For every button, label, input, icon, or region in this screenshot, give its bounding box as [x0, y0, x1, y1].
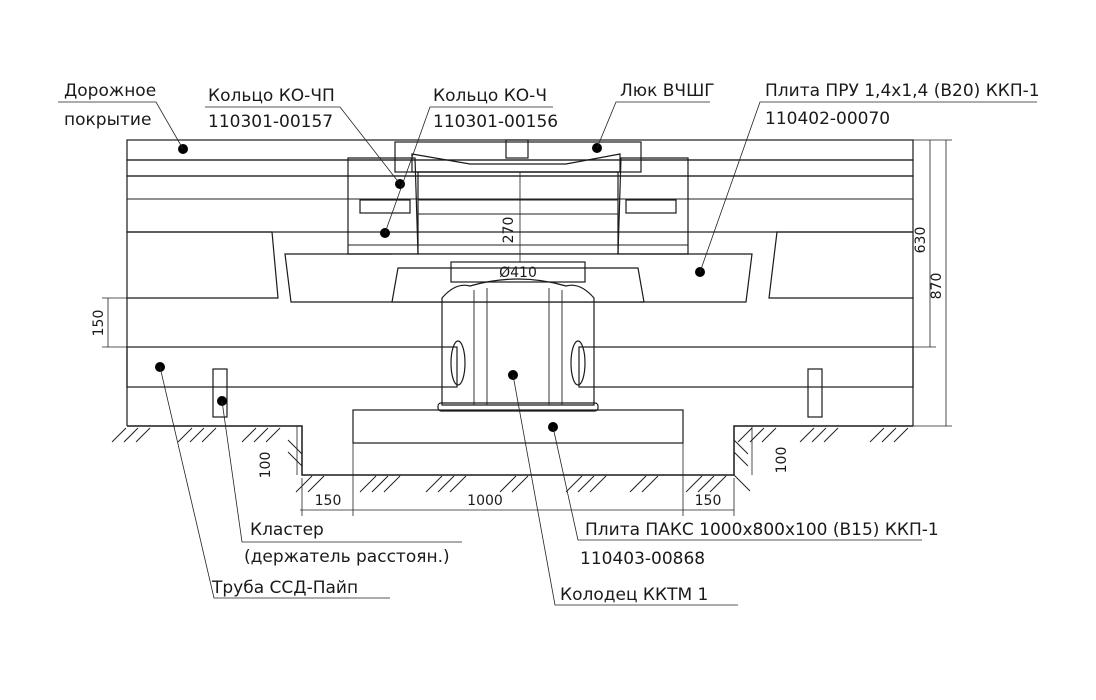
- leader-lines: [58, 101, 1037, 606]
- dim-base-right: 150: [695, 493, 722, 509]
- label-well: Колодец ККТМ 1: [560, 585, 708, 605]
- dim-base-depth-left: 100: [258, 452, 274, 479]
- label-pipe: Труба ССД-Пайп: [211, 578, 358, 598]
- ring-ko-ch: [617, 157, 689, 255]
- label-road-surface-2: покрытие: [64, 110, 151, 130]
- ground-line: [111, 425, 913, 493]
- label-ring-kochp-1: Кольцо КО-ЧП: [208, 86, 335, 106]
- slab-paks: [352, 409, 684, 444]
- pipe-ssd-right: [578, 346, 914, 388]
- label-road-surface-1: Дорожное: [64, 81, 156, 101]
- label-cluster-2: (держатель расстоян.): [244, 547, 450, 567]
- well-body: [437, 261, 599, 412]
- dim-pipe-cover: 150: [91, 310, 107, 337]
- manhole-cover: [394, 139, 642, 173]
- label-slab-paks-1: Плита ПАКС 1000x800x100 (B15) ККП-1: [585, 520, 939, 540]
- dim-base-left: 150: [315, 493, 342, 509]
- label-cluster-1: Кластер: [250, 520, 324, 540]
- dim-total-height: 870: [929, 273, 945, 300]
- label-slab-paks-2: 110403-00868: [580, 549, 705, 569]
- dimension-lines: [102, 139, 952, 516]
- label-slab-pru-1: Плита ПРУ 1,4x1,4 (B20) ККП-1: [765, 81, 1040, 101]
- label-slab-pru-2: 110402-00070: [765, 109, 890, 129]
- label-ring-koch-2: 110301-00156: [433, 112, 558, 132]
- label-hatch-vchshg: Люк ВЧШГ: [620, 81, 715, 101]
- pipe-ssd-left: [126, 346, 458, 388]
- cluster-right: [807, 368, 823, 418]
- dim-base-depth-right: 100: [774, 447, 790, 474]
- label-ring-kochp-2: 110301-00157: [208, 112, 333, 132]
- dim-neck-diameter: Ø410: [499, 265, 537, 281]
- dim-base-width: 1000: [467, 493, 503, 509]
- dim-upper-height: 630: [913, 227, 929, 254]
- label-ring-koch-1: Кольцо КО-Ч: [433, 86, 547, 106]
- dim-neck-height: 270: [501, 217, 517, 244]
- cluster-left: [212, 368, 228, 418]
